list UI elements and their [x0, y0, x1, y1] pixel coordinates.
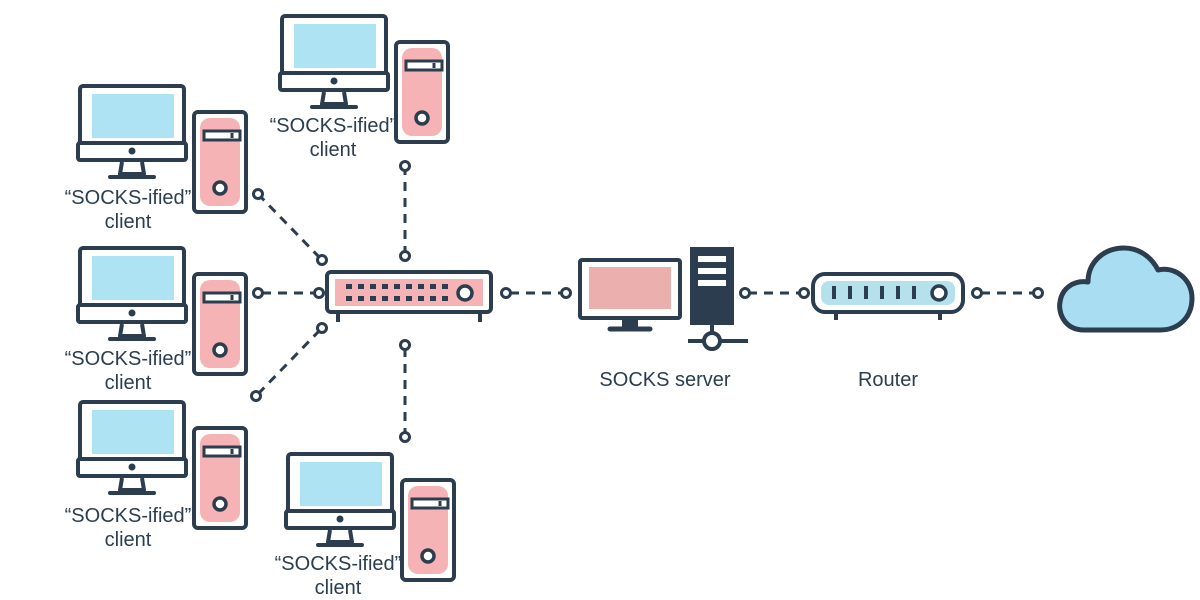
client-label-line1: “SOCKS-ified”: [270, 115, 397, 137]
client-label-line2: client: [310, 139, 357, 161]
cloud-icon: [1057, 245, 1195, 333]
client-label-line1: “SOCKS-ified”: [275, 553, 402, 575]
link-switch-server: [500, 287, 572, 299]
client-label-line1: “SOCKS-ified”: [65, 505, 192, 527]
client-label-line2: client: [315, 577, 362, 599]
client-node: “SOCKS-ified” client: [270, 14, 450, 161]
client-label-line2: client: [105, 372, 152, 394]
client-node: “SOCKS-ified” client: [275, 452, 456, 599]
server-node: SOCKS server: [578, 247, 748, 391]
client-label-line2: client: [105, 211, 152, 233]
client-node: “SOCKS-ified” client: [65, 246, 248, 394]
router-icon: [811, 272, 965, 320]
client-label-line2: client: [105, 529, 152, 551]
link-client-1-switch: [399, 160, 411, 262]
link-client-4-switch: [250, 322, 328, 402]
link-server-router: [739, 287, 810, 299]
client-node: “SOCKS-ified” client: [65, 84, 248, 233]
router-label: Router: [858, 369, 918, 391]
network-switch-icon: [325, 270, 493, 322]
connections: [250, 160, 1044, 443]
client-label-line1: “SOCKS-ified”: [65, 187, 192, 209]
server-label: SOCKS server: [599, 369, 730, 391]
link-router-cloud: [971, 287, 1044, 299]
server-icon: [578, 247, 748, 351]
link-client-5-switch: [399, 339, 411, 443]
router-node: Router: [811, 272, 965, 391]
link-client-2-switch: [252, 188, 328, 266]
client-label-line1: “SOCKS-ified”: [65, 348, 192, 370]
link-client-3-switch: [252, 287, 325, 299]
client-node: “SOCKS-ified” client: [65, 400, 248, 551]
